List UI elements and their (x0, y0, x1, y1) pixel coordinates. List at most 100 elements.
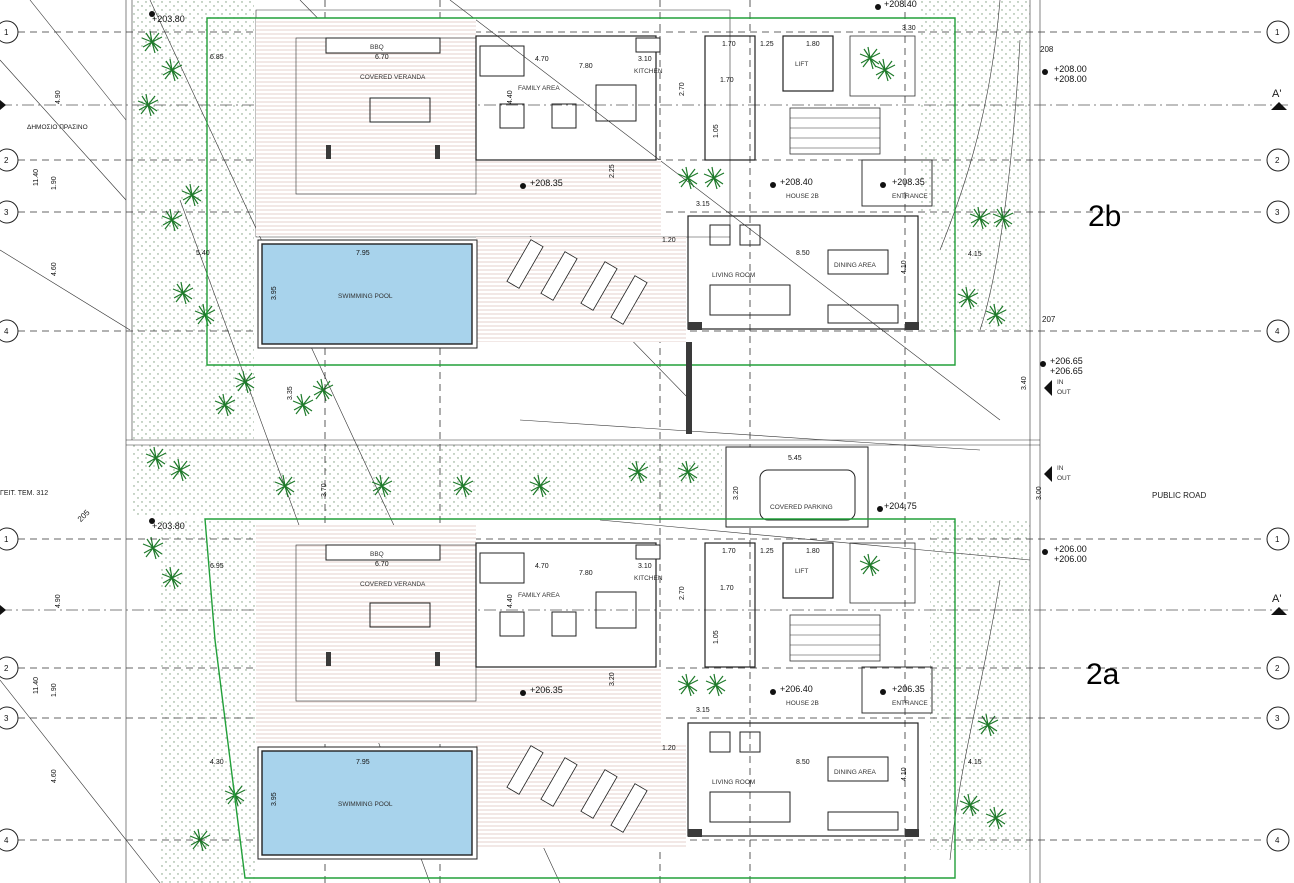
dim-text: 11.40 (33, 169, 40, 186)
dim-text: 3.00 (1036, 486, 1043, 500)
dim-text: 4.60 (51, 769, 58, 783)
dim-text: 3.70 (321, 483, 328, 497)
dim-text: 6.85 (210, 54, 224, 61)
house-tag: 2b (1088, 200, 1121, 233)
axis-label: 1 (4, 28, 9, 37)
dim-text: 11.40 (33, 677, 40, 694)
dim-text: 4.90 (55, 594, 62, 608)
dim-text: 3.95 (271, 792, 278, 806)
dim-text: 1.25 (760, 548, 774, 555)
dim-text: 3.40 (1021, 376, 1028, 390)
dim-text: 7.80 (579, 63, 593, 70)
axis-label: 3 (4, 208, 9, 217)
level-entrance: +208.35 (892, 177, 925, 187)
dim-text: 1.20 (662, 237, 676, 244)
room-label-family: FAMILY AREA (518, 85, 560, 92)
dim-text: 6.95 (210, 563, 224, 570)
axis-label: 1 (1275, 535, 1280, 544)
room-label-bbq: BBQ (370, 551, 384, 558)
room-label-kitchen: KITCHEN (634, 575, 663, 582)
dim-text: 1.05 (713, 124, 720, 138)
dim-text: 1.25 (760, 41, 774, 48)
room-label-lift: LIFT (795, 61, 808, 68)
dim-text: 6.70 (375, 54, 389, 61)
room-label-living: LIVING ROOM (712, 779, 755, 786)
dim-text: 3.35 (287, 386, 294, 400)
level-road-a: +208.00 (1054, 64, 1087, 74)
room-label-veranda: COVERED VERANDA (360, 74, 426, 81)
room-label-lift: LIFT (795, 568, 808, 575)
room-label-veranda: COVERED VERANDA (360, 581, 426, 588)
dim-text: 7.80 (579, 570, 593, 577)
room-label-pool: SWIMMING POOL (338, 293, 393, 300)
swimming-pool (261, 243, 473, 345)
dim-text: 1.90 (51, 176, 58, 190)
level-terrace: +208.35 (530, 178, 563, 188)
dim-text: 1.80 (806, 548, 820, 555)
contour-label: 205 (76, 508, 92, 524)
room-label-entrance: ENTRANCE (892, 700, 928, 707)
dim-text: 4.10 (901, 260, 908, 274)
level-middle-b: +206.65 (1050, 366, 1083, 376)
axis-label: 3 (1275, 714, 1280, 723)
dim-text: 1.70 (722, 548, 736, 555)
axis-label: 2 (1275, 156, 1280, 165)
level-markers (149, 4, 1048, 696)
dim-text: 3.10 (638, 563, 652, 570)
section-mark-label: A' (1272, 88, 1281, 100)
section-marks: A' A' (0, 88, 1287, 615)
house-2a: BBQ COVERED VERANDA FAMILY AREA KITCHEN … (33, 455, 1120, 879)
out-label: OUT (1057, 389, 1071, 396)
middle-zone: COVERED PARKING +204.75 +206.65 +206.65 … (0, 45, 1206, 528)
axis-label: 4 (1275, 836, 1280, 845)
level-road-b: +208.00 (1054, 74, 1087, 84)
dim-text: 5.40 (196, 250, 210, 257)
house-tag: 2a (1086, 658, 1120, 691)
level-road-b: +206.00 (1054, 554, 1087, 564)
level-top-left: +203.80 (152, 14, 185, 24)
dim-text: 1.05 (713, 630, 720, 644)
site-landscape (0, 0, 1041, 883)
dim-text: 2.25 (609, 164, 616, 178)
dim-text: 3.10 (638, 56, 652, 63)
room-label-house: HOUSE 2B (786, 700, 819, 707)
dim-text: 3.30 (902, 25, 916, 32)
neighbor-label: ΓΕΙΤ. ΤΕΜ. 312 (0, 490, 48, 497)
dim-text: 1.70 (722, 41, 736, 48)
level-house: +206.40 (780, 684, 813, 694)
dim-text: 4.40 (507, 594, 514, 608)
axis-label: 2 (4, 156, 9, 165)
in-label: IN (1057, 465, 1064, 472)
room-label-dining: DINING AREA (834, 262, 877, 269)
axis-label: 1 (1275, 28, 1280, 37)
dim-text: 2.70 (679, 82, 686, 96)
level-house: +208.40 (780, 177, 813, 187)
dim-text: 4.70 (535, 563, 549, 570)
room-label-house: HOUSE 2B (786, 193, 819, 200)
dim-text: 3.15 (696, 707, 710, 714)
contour-label: 207 (1042, 315, 1056, 324)
section-mark-label: A' (1272, 593, 1281, 605)
in-label: IN (1057, 379, 1064, 386)
contour-label: 208 (1040, 45, 1054, 54)
dim-text: 4.15 (968, 759, 982, 766)
axis-label: 3 (4, 714, 9, 723)
dim-text: 1.70 (720, 585, 734, 592)
dim-text: 4.40 (507, 90, 514, 104)
dim-text: 5.45 (788, 455, 802, 462)
axis-label: 4 (1275, 327, 1280, 336)
axis-label: 3 (1275, 208, 1280, 217)
dim-text: 1.90 (51, 683, 58, 697)
dim-text: 3.15 (696, 201, 710, 208)
swimming-pool (261, 750, 473, 856)
axis-label: 2 (4, 664, 9, 673)
dim-text: 2.70 (679, 586, 686, 600)
room-label-kitchen: KITCHEN (634, 68, 663, 75)
dim-text: 1.20 (662, 745, 676, 752)
dim-text: 6.70 (375, 561, 389, 568)
room-label-family: FAMILY AREA (518, 592, 560, 599)
dim-text: 4.10 (901, 767, 908, 781)
house-2b: BBQ COVERED VERANDA FAMILY AREA KITCHEN … (33, 0, 1121, 366)
dim-text: 4.30 (210, 759, 224, 766)
level-top-right: +208.40 (884, 0, 917, 9)
